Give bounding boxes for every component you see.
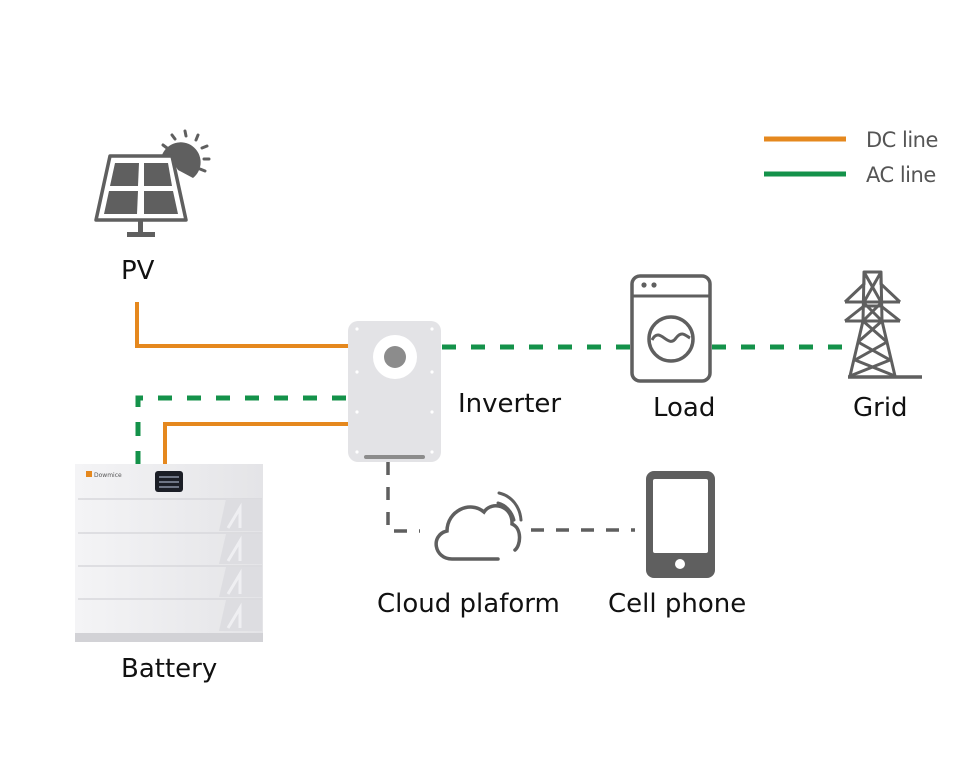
inverter-node[interactable]: Inverter — [348, 321, 561, 462]
battery-stack-icon: Dowmice — [75, 464, 263, 642]
comm-line-inverter-cloud — [386, 462, 420, 533]
battery-brand: Dowmice — [94, 472, 122, 479]
solar-panel-icon — [94, 129, 211, 237]
pv-node[interactable]: PV — [94, 129, 211, 286]
legend-ac-label: AC line — [866, 163, 936, 187]
transmission-tower-icon — [843, 270, 922, 379]
dc-line-pv-inverter — [135, 302, 350, 348]
brand-logo-icon — [86, 471, 92, 477]
grid-label: Grid — [853, 393, 908, 423]
battery-label: Battery — [121, 654, 217, 684]
cloud-with-signal-icon — [434, 491, 523, 561]
inverter-device-icon — [348, 321, 441, 462]
cloud-node[interactable]: Cloud plaform — [377, 491, 560, 619]
legend-dc-label: DC line — [866, 128, 938, 152]
grid-node[interactable]: Grid — [843, 270, 922, 423]
dc-line-battery-inverter — [163, 422, 350, 465]
pv-label: PV — [121, 256, 155, 286]
phone-label: Cell phone — [608, 589, 746, 619]
ac-line-battery-inverter — [135, 395, 350, 465]
legend: DC line AC line — [764, 128, 938, 187]
battery-node[interactable]: Dowmice Battery — [75, 464, 263, 684]
inverter-label: Inverter — [458, 389, 561, 419]
load-node[interactable]: Load — [630, 274, 715, 423]
cloud-label: Cloud plaform — [377, 589, 560, 619]
washing-machine-icon — [630, 274, 712, 383]
connections — [135, 302, 842, 533]
smartphone-icon — [646, 471, 715, 578]
load-label: Load — [653, 393, 715, 423]
phone-node[interactable]: Cell phone — [608, 471, 746, 619]
